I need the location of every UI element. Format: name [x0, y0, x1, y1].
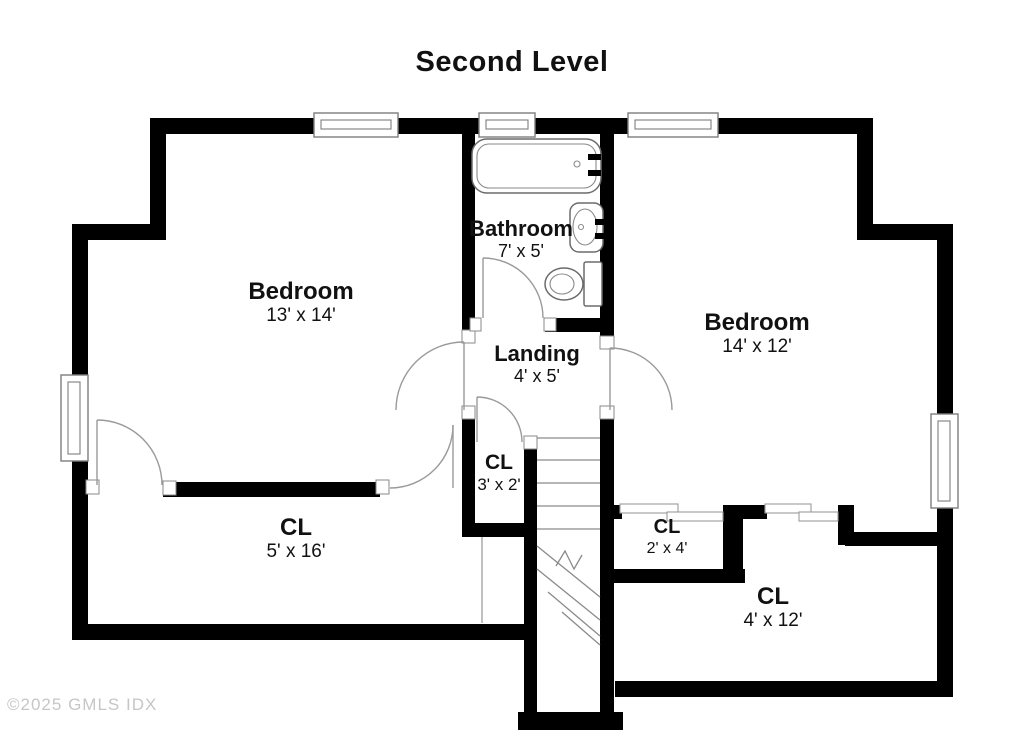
- door-closet-center: [476, 396, 523, 443]
- door-closet-left-west: [96, 419, 163, 486]
- floor-title: Second Level: [415, 46, 609, 78]
- room-label-bedroom-right: Bedroom 14' x 12': [704, 310, 809, 359]
- door-bedroom-left: [395, 341, 465, 411]
- door-bedroom-right: [609, 347, 673, 411]
- room-dims: 4' x 12': [743, 609, 803, 631]
- room-dims: 4' x 5': [514, 365, 560, 386]
- toilet: [544, 261, 603, 307]
- room-label-bathroom: Bathroom 7' x 5': [469, 217, 573, 262]
- window-bathroom: [478, 112, 536, 138]
- room-name: CL: [484, 451, 513, 474]
- door-jambs: [85, 317, 615, 496]
- room-dims: 3' x 2': [477, 474, 521, 494]
- window-top-left: [313, 112, 399, 138]
- room-name: Landing: [494, 341, 580, 366]
- exterior-walls: [72, 118, 953, 730]
- room-label-closet-bottom-right: CL 4' x 12': [743, 584, 802, 633]
- door-closet-left-east: [389, 424, 454, 489]
- window-right-wall: [930, 413, 959, 509]
- room-label-closet-mid-right: CL 2' x 4': [646, 516, 688, 558]
- copyright-watermark: ©2025 GMLS IDX: [7, 695, 158, 714]
- room-name: CL: [653, 516, 681, 538]
- room-name: CL: [756, 583, 789, 610]
- window-top-right: [627, 112, 719, 138]
- interior-walls: [163, 133, 937, 712]
- window-left-wall: [60, 374, 89, 462]
- room-label-bedroom-left: Bedroom 13' x 14': [248, 279, 353, 328]
- sliding-door-closet-4x12: [764, 503, 839, 522]
- sliding-door-closet-2x4: [619, 503, 724, 522]
- room-dims: 13' x 14': [266, 304, 336, 326]
- room-name: Bathroom: [469, 216, 573, 241]
- sink: [569, 202, 606, 253]
- room-name: CL: [279, 514, 312, 541]
- room-dims: 2' x 4': [646, 539, 688, 557]
- room-dims: 14' x 12': [722, 335, 792, 357]
- room-name: Bedroom: [704, 309, 810, 336]
- room-name: Bedroom: [248, 278, 354, 305]
- room-label-closet-center: CL 3' x 2': [477, 451, 521, 495]
- bathtub: [471, 138, 602, 194]
- room-label-closet-left: CL 5' x 16': [266, 515, 325, 564]
- room-dims: 5' x 16': [266, 540, 326, 562]
- room-dims: 7' x 5': [498, 240, 544, 261]
- stairs: [536, 437, 601, 646]
- door-bathroom: [482, 257, 544, 319]
- room-label-landing: Landing 4' x 5': [494, 342, 580, 387]
